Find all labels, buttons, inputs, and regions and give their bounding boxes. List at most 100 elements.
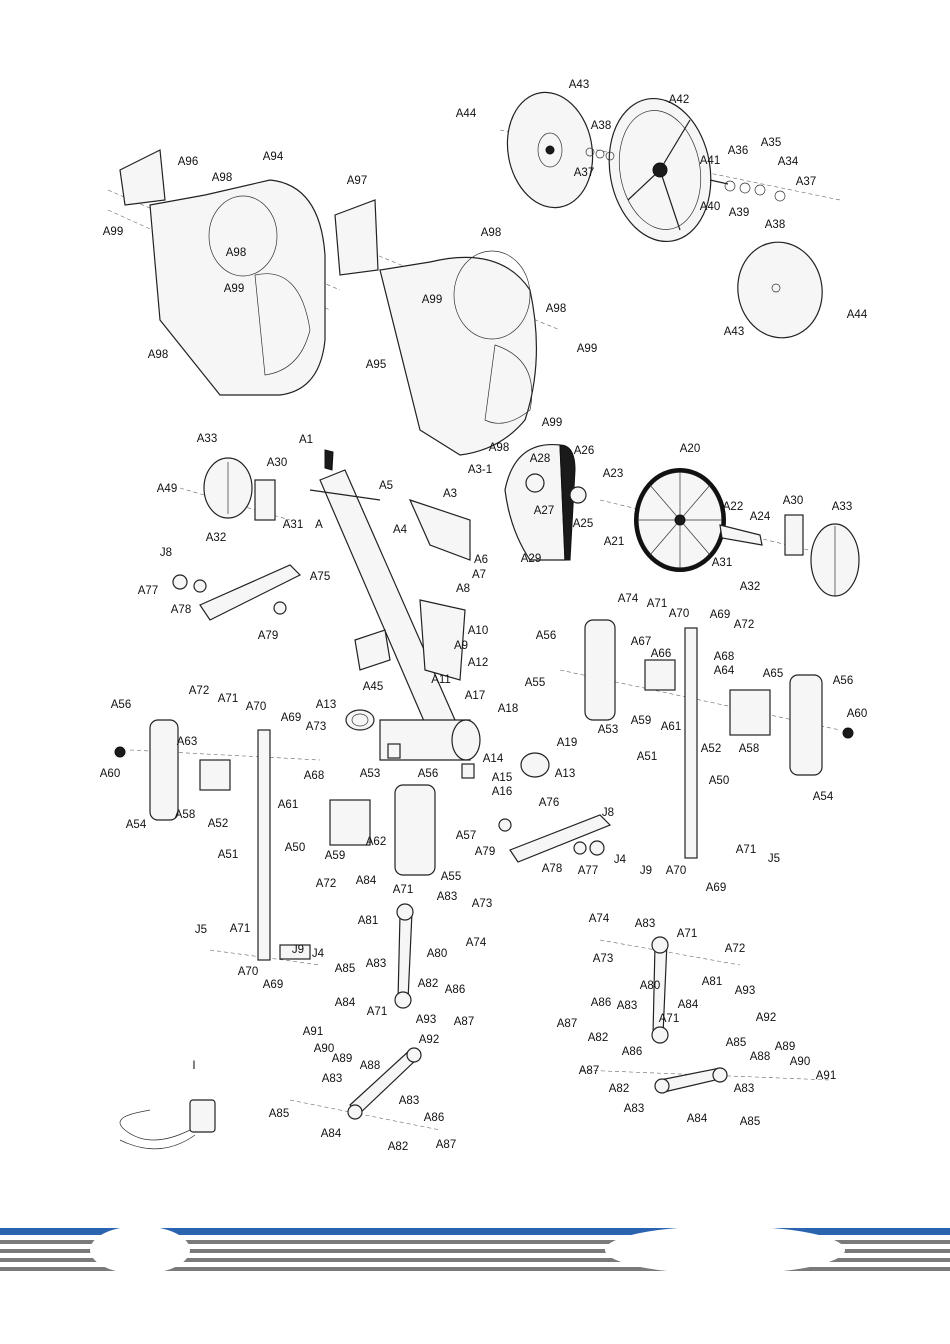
part-label: A79 (475, 846, 495, 858)
part-label: A83 (624, 1103, 644, 1115)
disc-a43 (737, 241, 823, 339)
part-label: I (192, 1060, 195, 1072)
part-label: J8 (602, 807, 614, 819)
pedal-arm-right (584, 619, 854, 859)
crank-a33-right (784, 514, 860, 597)
part-label: A21 (604, 536, 624, 548)
part-label: A59 (631, 715, 651, 727)
part-label: A56 (418, 768, 438, 780)
part-label: A33 (197, 433, 217, 445)
part-label: A78 (171, 604, 191, 616)
part-label: A76 (539, 797, 559, 809)
part-label: A26 (574, 445, 594, 457)
part-label: A69 (263, 979, 283, 991)
part-label: A73 (472, 898, 492, 910)
part-label: A51 (637, 751, 657, 763)
part-label: A81 (358, 915, 378, 927)
part-label: A94 (263, 151, 284, 163)
part-label: A70 (246, 701, 266, 713)
part-label: A40 (700, 201, 720, 213)
part-label: A12 (468, 657, 488, 669)
part-label: A18 (498, 703, 518, 715)
part-label: A74 (589, 913, 610, 925)
part-label: A32 (740, 581, 760, 593)
part-label: A72 (189, 685, 209, 697)
part-label: A29 (521, 553, 541, 565)
part-label: A79 (258, 630, 278, 642)
part-label: A60 (100, 768, 120, 780)
part-label: A93 (416, 1014, 436, 1026)
part-label: A91 (816, 1070, 836, 1082)
part-label: A80 (640, 980, 660, 992)
flywheel-assembly (506, 91, 786, 243)
part-label: A86 (424, 1112, 444, 1124)
part-label: A70 (238, 966, 258, 978)
part-label: A83 (635, 918, 655, 930)
part-label: A4 (393, 524, 408, 536)
part-label: A98 (546, 303, 566, 315)
part-label: A83 (366, 958, 386, 970)
part-label: A81 (702, 976, 722, 988)
part-label: A50 (709, 775, 729, 787)
part-label: A56 (536, 630, 556, 642)
link-arm-a75 (172, 564, 302, 621)
part-label: A31 (283, 519, 303, 531)
part-label: A33 (832, 501, 852, 513)
part-label: A10 (468, 625, 488, 637)
part-label: A3-1 (468, 464, 492, 476)
part-label: A3 (443, 488, 457, 500)
part-label: A90 (790, 1056, 810, 1068)
lower-linkage-left (279, 903, 422, 1120)
part-label: A25 (573, 518, 593, 530)
part-label: A53 (598, 724, 618, 736)
part-label: A66 (651, 648, 671, 660)
part-label: A30 (783, 495, 803, 507)
part-label: A63 (177, 736, 197, 748)
part-label: A72 (734, 619, 754, 631)
part-label: A24 (750, 511, 771, 523)
part-label: A86 (622, 1046, 642, 1058)
crank-a33-left (203, 457, 276, 521)
part-label: A50 (285, 842, 305, 854)
power-adapter-i (119, 1099, 216, 1150)
part-label: A11 (431, 674, 451, 686)
part-label: A64 (714, 665, 735, 677)
part-label: J8 (160, 547, 172, 559)
stripe-blue (0, 1228, 950, 1235)
part-label: A8 (456, 583, 470, 595)
part-label: A71 (393, 884, 413, 896)
part-label: A77 (578, 865, 598, 877)
part-label: A17 (465, 690, 485, 702)
part-label: A99 (542, 417, 562, 429)
part-label: A68 (714, 651, 734, 663)
part-label: A98 (148, 349, 168, 361)
part-label: A73 (306, 721, 326, 733)
stripe-gray (0, 1240, 950, 1244)
part-label: A16 (492, 786, 512, 798)
belt-pulley-assembly (504, 443, 763, 572)
part-label: A51 (218, 849, 238, 861)
part-label: A28 (530, 453, 550, 465)
part-label: A15 (492, 772, 512, 784)
part-label: A14 (483, 753, 504, 765)
part-label: A88 (360, 1060, 380, 1072)
part-label: A62 (366, 836, 386, 848)
part-label: A53 (360, 768, 380, 780)
part-label: A41 (700, 155, 720, 167)
part-label: A96 (178, 156, 198, 168)
part-label: A39 (729, 207, 749, 219)
part-label: A95 (366, 359, 386, 371)
part-label: A72 (316, 878, 336, 890)
part-label: A55 (441, 871, 461, 883)
part-label: A71 (647, 598, 667, 610)
part-label: A23 (603, 468, 623, 480)
part-label: A58 (739, 743, 759, 755)
part-label: A90 (314, 1043, 334, 1055)
footer-gap-right (605, 1226, 845, 1274)
part-label: A83 (617, 1000, 637, 1012)
part-label: A88 (750, 1051, 770, 1063)
part-label: A13 (316, 699, 336, 711)
part-label: A98 (212, 172, 232, 184)
left-cover-a94 (119, 149, 326, 396)
